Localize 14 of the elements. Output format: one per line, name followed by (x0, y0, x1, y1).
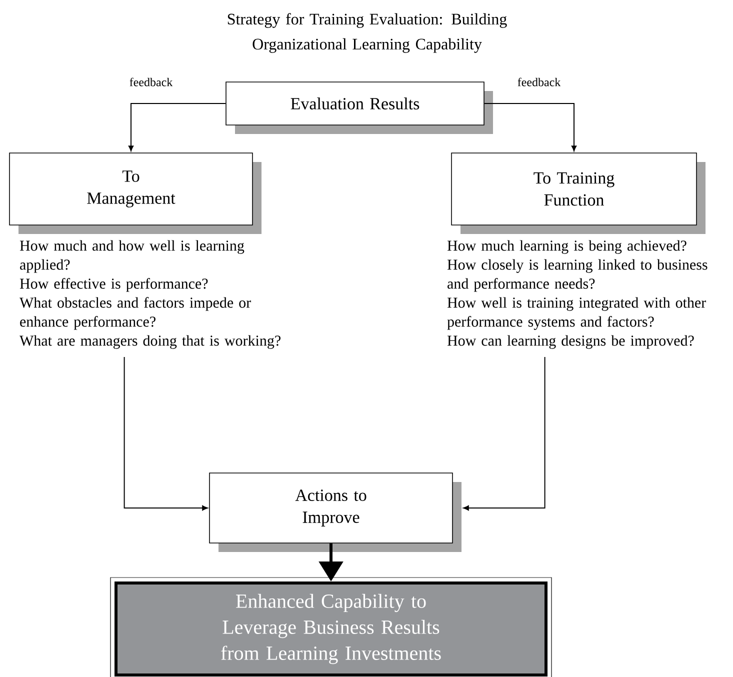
connector-arrow (463, 356, 546, 511)
process-box: To Training Function (451, 152, 706, 234)
connector-arrow (124, 356, 208, 511)
edge-label: feedback (516, 76, 562, 88)
process-box: Evaluation Results (226, 82, 493, 134)
edge-label: feedback (128, 76, 174, 88)
result-box: Enhanced Capability to Leverage Business Results from Learning Investments (110, 577, 552, 677)
question-list: How much learning is being achieved? How closely is learning linked to business and performance needs? How well is training integrated with other performance systems and factors? How can learning designs be improved? (447, 240, 708, 349)
connector-arrow (128, 103, 226, 152)
process-box: To Management (9, 152, 262, 234)
process-box: Actions to Improve (209, 472, 462, 552)
question-list: How much and how well is learning applied? How effective is performance? What obstacles and factors impede or enhance performance? What are managers doing that is working? (20, 240, 280, 349)
title: Strategy for Training Evaluation: Building Organizational Learning Capability (228, 13, 507, 53)
connector-arrow (484, 103, 577, 152)
